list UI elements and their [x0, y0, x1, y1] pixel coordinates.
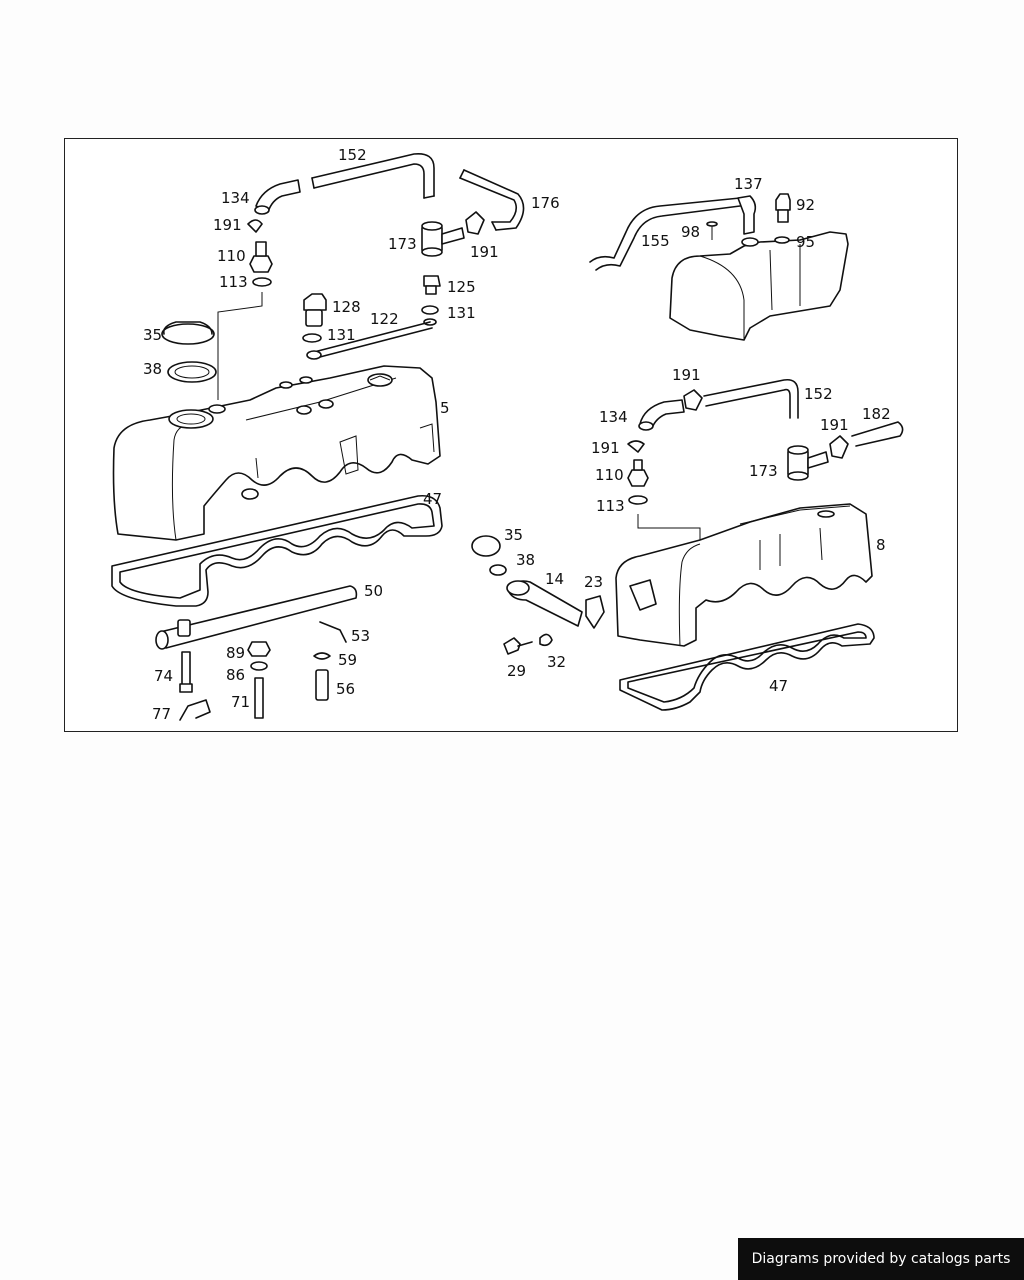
callout-50: 50	[364, 582, 383, 600]
callout-191: 191	[470, 243, 499, 261]
callout-191: 191	[672, 366, 701, 384]
left-valve-173	[421, 221, 465, 257]
callout-47: 47	[769, 677, 788, 695]
callout-56: 56	[336, 680, 355, 698]
credit-badge: Diagrams provided by catalogs parts	[738, 1238, 1024, 1280]
callout-113: 113	[596, 497, 625, 515]
callout-122: 122	[370, 310, 399, 328]
callout-35: 35	[504, 526, 523, 544]
callout-29: 29	[507, 662, 526, 680]
callout-38: 38	[516, 551, 535, 569]
callout-173: 173	[388, 235, 417, 253]
callout-98: 98	[681, 223, 700, 241]
callout-155: 155	[641, 232, 670, 250]
callout-182: 182	[862, 405, 891, 423]
callout-95: 95	[796, 233, 815, 251]
callout-74: 74	[154, 667, 173, 685]
right-manifold-top	[589, 193, 849, 341]
callout-134: 134	[599, 408, 628, 426]
right-fittings	[627, 440, 649, 505]
right-gasket-47	[619, 623, 875, 711]
left-fittings-125-131	[421, 275, 441, 326]
left-hose-176	[459, 169, 525, 231]
callout-71: 71	[231, 693, 250, 711]
callout-176: 176	[531, 194, 560, 212]
callout-23: 23	[584, 573, 603, 591]
center-filler-parts	[471, 535, 605, 655]
callout-191: 191	[213, 216, 242, 234]
right-hoses	[638, 378, 904, 459]
left-valve-cover	[112, 365, 441, 541]
callout-110: 110	[217, 247, 246, 265]
right-valve-173	[787, 445, 829, 481]
callout-35: 35	[143, 326, 162, 344]
callout-5: 5	[440, 399, 450, 417]
left-gasket-47	[111, 494, 443, 607]
callout-173: 173	[749, 462, 778, 480]
right-valve-cover	[615, 503, 873, 647]
callout-38: 38	[143, 360, 162, 378]
callout-32: 32	[547, 653, 566, 671]
left-plug-128	[302, 293, 327, 343]
callout-86: 86	[226, 666, 245, 684]
callout-47: 47	[423, 490, 442, 508]
callout-152: 152	[338, 146, 367, 164]
left-hose-152	[311, 152, 435, 199]
callout-191: 191	[820, 416, 849, 434]
left-hose-134	[254, 179, 301, 215]
left-clamp-191	[247, 211, 485, 235]
callout-89: 89	[226, 644, 245, 662]
callout-131: 131	[447, 304, 476, 322]
left-pipe-50	[155, 585, 358, 650]
callout-152: 152	[804, 385, 833, 403]
callout-77: 77	[152, 705, 171, 723]
callout-53: 53	[351, 627, 370, 645]
left-fittings-110-113	[217, 241, 273, 400]
callout-110: 110	[595, 466, 624, 484]
callout-191: 191	[591, 439, 620, 457]
callout-8: 8	[876, 536, 886, 554]
callout-134: 134	[221, 189, 250, 207]
callout-131: 131	[327, 326, 356, 344]
callout-92: 92	[796, 196, 815, 214]
callout-14: 14	[545, 570, 564, 588]
left-rod-122	[306, 321, 433, 360]
callout-137: 137	[734, 175, 763, 193]
callout-labels: 152 134 176 191 173 191 110 113 125 128 …	[143, 146, 891, 723]
callout-125: 125	[447, 278, 476, 296]
left-cap-35-38	[161, 321, 217, 383]
callout-59: 59	[338, 651, 357, 669]
callout-128: 128	[332, 298, 361, 316]
callout-113: 113	[219, 273, 248, 291]
left-small-parts	[179, 621, 347, 721]
